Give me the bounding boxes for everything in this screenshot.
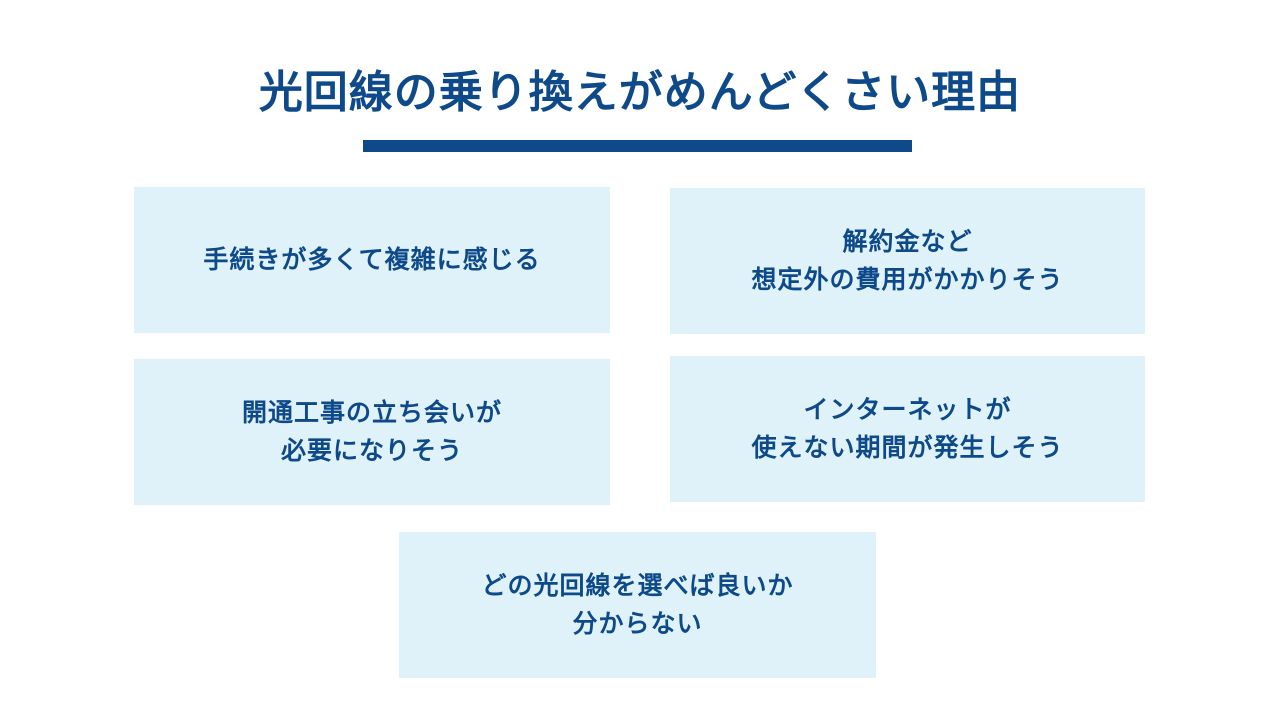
reason-box-installation-attendance: 開通工事の立ち会いが 必要になりそう bbox=[134, 359, 610, 505]
reason-text: 開通工事の立ち会いが bbox=[241, 398, 502, 427]
reason-text: 使えない期間が発生しそう bbox=[751, 433, 1064, 462]
reason-text: 解約金など bbox=[842, 227, 973, 256]
reason-box-unsure-which-provider: どの光回線を選べば良いか 分からない bbox=[399, 532, 876, 678]
reason-box-unexpected-costs: 解約金など 想定外の費用がかかりそう bbox=[670, 188, 1145, 334]
page-title: 光回線の乗り換えがめんどくさい理由 bbox=[258, 67, 1022, 118]
title-underline bbox=[363, 140, 912, 152]
reason-text: 必要になりそう bbox=[280, 436, 463, 465]
reason-box-complex-procedures: 手続きが多くて複雑に感じる bbox=[134, 187, 610, 333]
reason-text: どの光回線を選べば良いか bbox=[481, 571, 794, 600]
reason-text: インターネットが bbox=[803, 395, 1012, 424]
reason-text: 分からない bbox=[572, 609, 703, 638]
reason-box-internet-downtime: インターネットが 使えない期間が発生しそう bbox=[670, 356, 1145, 502]
reason-text: 手続きが多くて複雑に感じる bbox=[203, 245, 541, 274]
reason-text: 想定外の費用がかかりそう bbox=[751, 265, 1064, 294]
